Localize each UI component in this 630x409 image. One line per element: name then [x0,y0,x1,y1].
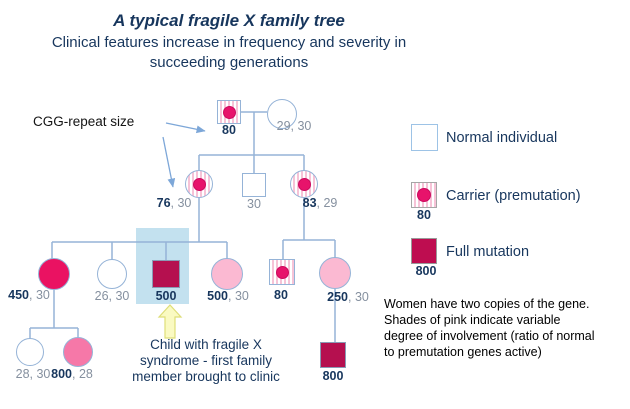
node-g4-daughter2-pink-female [63,337,93,367]
repeat-label-g2-daughter1: 76, 30 [156,196,192,210]
legend-swatch-carrier [411,182,437,208]
page-title: A typical fragile X family tree [113,11,345,30]
node-g3-daughter1-affected-female [38,258,70,290]
repeat-label-g2-daughter2: 83, 29 [302,196,338,210]
cgg-arrow-icon [165,122,206,134]
node-g3-son2-carrier-male [269,259,295,285]
repeat-label-g3-daughter3: 500, 30 [207,289,249,303]
node-g2-daughter2-carrier-female [290,170,318,198]
pedigree-connector-lines [29,111,336,343]
cgg-arrow-icon [162,136,176,188]
node-g2-son-normal-male [242,173,266,197]
repeat-label-g4-son: 800 [322,369,344,383]
up-arrow-icon [157,304,183,339]
header: A typical fragile X family tree Clinical… [0,11,458,73]
premutation-dot-icon [222,105,236,119]
repeat-label-g1-mother: 29, 30 [276,119,312,133]
node-g1-mother-normal-female [267,99,297,129]
node-g2-daughter1-carrier-female [185,170,213,198]
node-g3-daughter4-pink-female [319,257,351,289]
proband-note: Child with fragile X syndrome - first fa… [132,337,280,384]
premutation-dot-icon [275,265,289,279]
legend-value-full-mutation: 800 [415,264,437,278]
repeat-label-g3-son2: 80 [274,288,288,302]
page-subtitle: Clinical features increase in frequency … [51,34,407,71]
node-g3-daughter3-pink-female [211,258,243,290]
repeat-label-g4-daughter2: 800, 28 [51,367,93,381]
node-g3-daughter2-normal-female [97,259,127,289]
repeat-label-g3-son1: 500 [155,289,177,303]
cgg-repeat-size-label: CGG-repeat size [33,114,135,129]
legend-label-full-mutation: Full mutation [446,244,530,260]
legend-label-carrier: Carrier (premutation) [446,188,581,204]
repeat-label-g3-daughter4: 250, 30 [327,290,369,304]
legend-value-carrier: 80 [417,208,431,222]
node-g1-father-carrier-male [217,100,241,124]
node-g3-son1-full-mutation-male [152,260,180,288]
legend-swatch-full-mutation [411,238,437,264]
node-g4-daughter1-normal-female [16,338,44,366]
node-g4-son-full-mutation-male [320,342,346,368]
repeat-label-g2-son: 30 [247,197,261,211]
legend-swatch-normal [411,124,438,151]
repeat-label-g4-daughter1: 28, 30 [15,367,51,381]
repeat-label-g3-daughter1: 450, 30 [8,288,50,302]
repeat-label-g3-daughter2: 26, 30 [94,289,130,303]
premutation-dot-icon [297,177,311,191]
women-copies-note: Women have two copies of the gene. Shade… [384,297,595,359]
premutation-dot-icon [192,177,206,191]
legend-label-normal: Normal individual [446,130,558,146]
repeat-label-g1-father: 80 [222,123,236,137]
premutation-dot-icon [417,188,431,202]
